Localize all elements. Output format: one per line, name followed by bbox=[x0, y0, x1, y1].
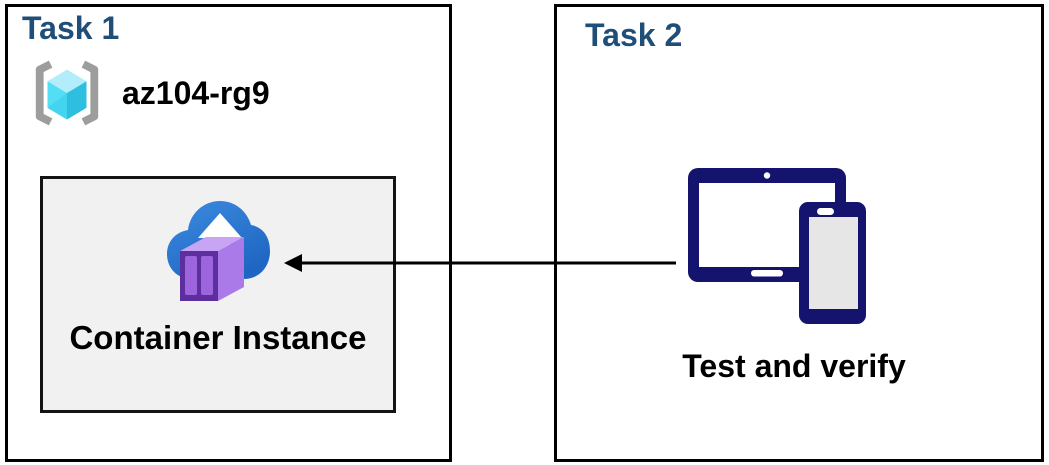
resource-group-name: az104-rg9 bbox=[122, 74, 270, 111]
resource-group-icon bbox=[35, 60, 99, 126]
devices-label: Test and verify bbox=[682, 348, 906, 384]
task1-title: Task 1 bbox=[22, 10, 120, 46]
resource-group: az104-rg9 bbox=[28, 60, 270, 126]
container-instance-label: Container Instance bbox=[69, 319, 367, 356]
task2-box: Task 2 Test and verify bbox=[554, 4, 1044, 462]
container-instance-box: Container Instance bbox=[40, 176, 396, 413]
task2-title: Task 2 bbox=[585, 17, 683, 53]
task1-box: Task 1 az104-rg9 bbox=[5, 4, 452, 462]
devices-icon bbox=[688, 168, 866, 324]
container-instance-icon bbox=[167, 201, 270, 301]
